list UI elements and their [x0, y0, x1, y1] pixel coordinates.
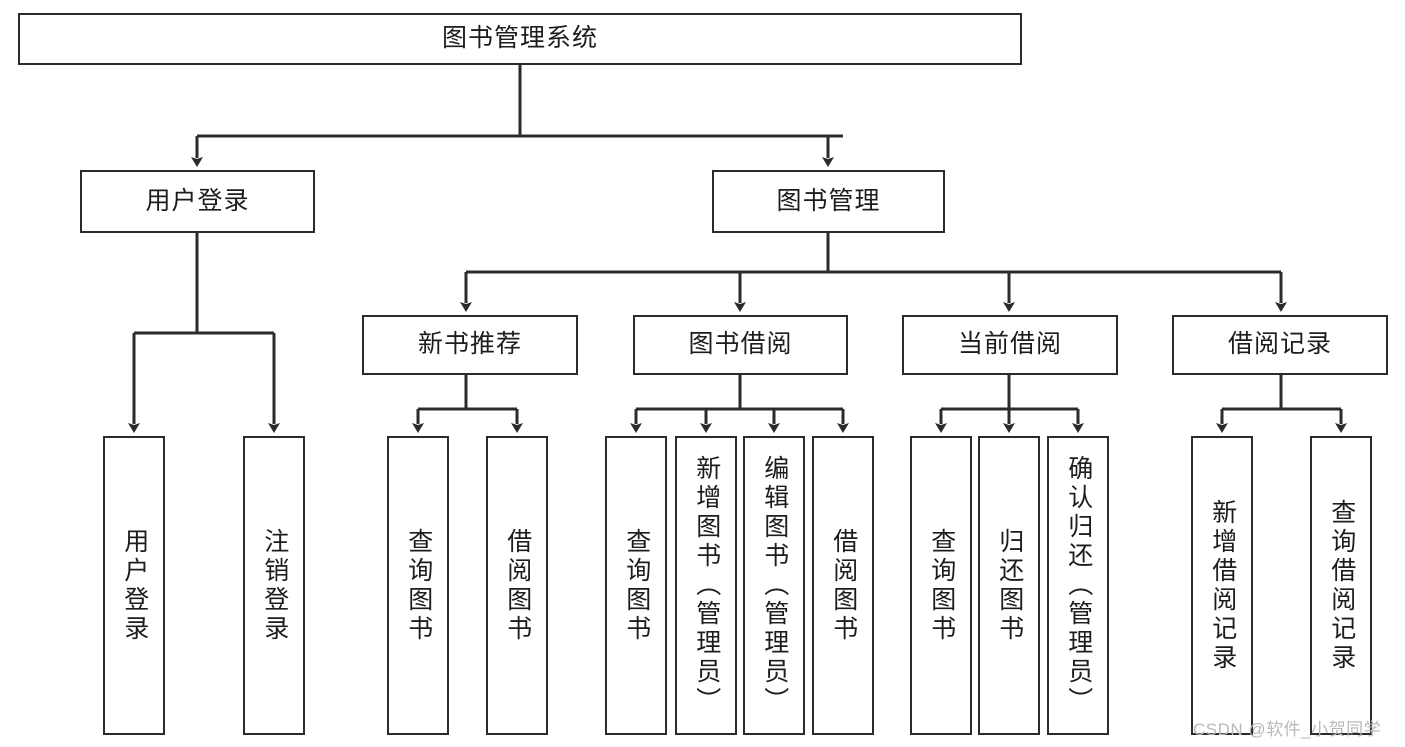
leaf-query-borrow-record[interactable]: 查询借阅记录: [1310, 436, 1372, 735]
node-label: 归还图书: [995, 527, 1024, 644]
node-label: 新增借阅记录: [1208, 498, 1237, 673]
leaf-confirm-return-admin[interactable]: 确认归还（管理员）: [1047, 436, 1109, 735]
node-user-login[interactable]: 用户登录: [80, 170, 315, 233]
leaf-borrow-book[interactable]: 借阅图书: [812, 436, 874, 735]
node-label: 查询图书: [404, 527, 433, 644]
node-label: 借阅图书: [829, 527, 858, 644]
node-label: 图书管理系统: [441, 24, 598, 53]
node-book-borrow[interactable]: 图书借阅: [633, 315, 848, 375]
node-label: 注销登录: [260, 527, 289, 644]
node-current-borrow[interactable]: 当前借阅: [902, 315, 1118, 375]
node-borrow-record[interactable]: 借阅记录: [1172, 315, 1388, 375]
node-label: 编辑图书（管理员）: [760, 455, 789, 716]
leaf-return-book[interactable]: 归还图书: [978, 436, 1040, 735]
node-book-management[interactable]: 图书管理: [712, 170, 945, 233]
node-label: 当前借阅: [957, 330, 1062, 359]
node-label: 借阅记录: [1227, 330, 1332, 359]
leaf-edit-book-admin[interactable]: 编辑图书（管理员）: [743, 436, 805, 735]
node-label: 新增图书（管理员）: [692, 455, 721, 716]
node-label: 用户登录: [120, 527, 149, 644]
leaf-add-borrow-record[interactable]: 新增借阅记录: [1191, 436, 1253, 735]
leaf-borrow-book-recommend[interactable]: 借阅图书: [486, 436, 548, 735]
node-label: 用户登录: [145, 186, 250, 215]
leaf-logout[interactable]: 注销登录: [243, 436, 305, 735]
leaf-query-book-borrow[interactable]: 查询图书: [605, 436, 667, 735]
node-label: 图书管理: [776, 186, 881, 215]
node-label: 图书借阅: [688, 330, 793, 359]
node-label: 查询借阅记录: [1327, 498, 1356, 673]
node-label: 查询图书: [927, 527, 956, 644]
node-label: 借阅图书: [503, 527, 532, 644]
node-label: 确认归还（管理员）: [1064, 455, 1093, 716]
node-label: 查询图书: [622, 527, 651, 644]
node-root[interactable]: 图书管理系统: [18, 13, 1022, 65]
leaf-user-login[interactable]: 用户登录: [103, 436, 165, 735]
node-label: 新书推荐: [417, 330, 522, 359]
node-new-book-recommend[interactable]: 新书推荐: [362, 315, 578, 375]
leaf-add-book-admin[interactable]: 新增图书（管理员）: [675, 436, 737, 735]
leaf-query-book-current[interactable]: 查询图书: [910, 436, 972, 735]
watermark: CSDN @软件_小贺同学: [1193, 720, 1382, 739]
leaf-query-book-recommend[interactable]: 查询图书: [387, 436, 449, 735]
